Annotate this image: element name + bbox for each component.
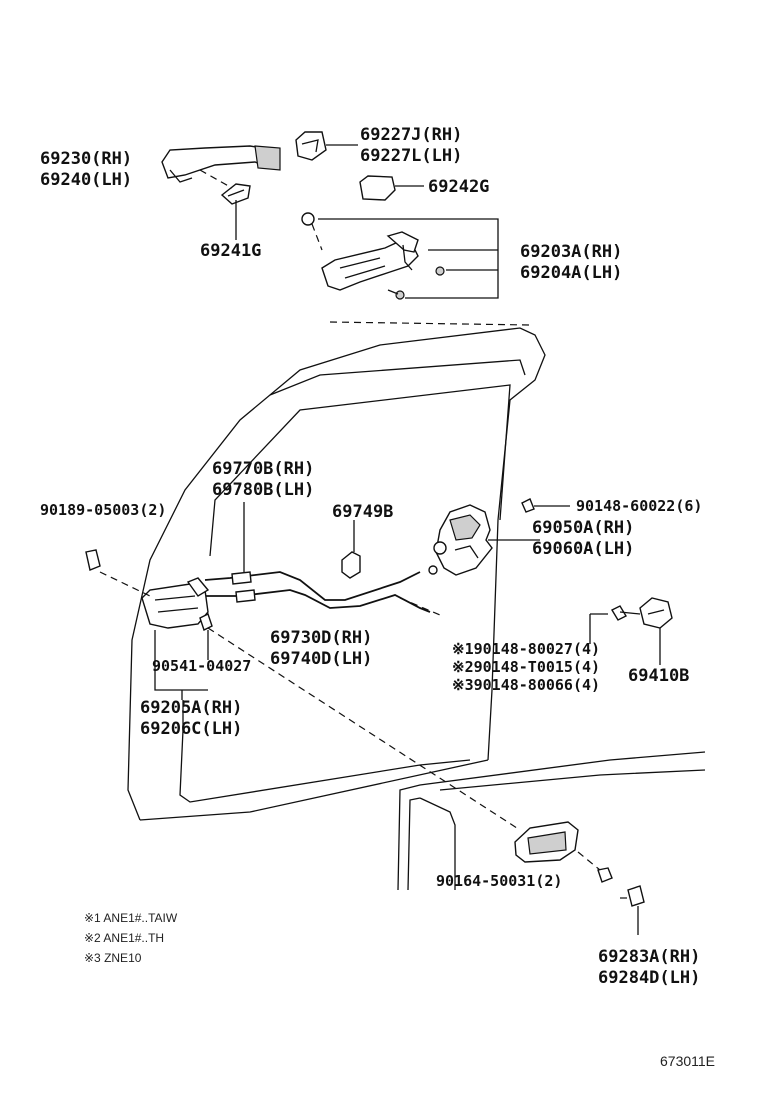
label-69770B: 69770B(RH) bbox=[212, 459, 314, 479]
footnotes: ※1 ANE1#..TAIW ※2 ANE1#..TH ※3 ZNE10 bbox=[84, 911, 178, 965]
label-90148-80027: ※190148-80027(4) bbox=[452, 640, 600, 658]
part-labels: 69230(RH) 69240(LH) 69227J(RH) 69227L(LH… bbox=[40, 125, 702, 988]
leader-dash bbox=[99, 571, 151, 597]
door-bumper bbox=[620, 885, 645, 935]
label-90189: 90189-05003(2) bbox=[40, 501, 166, 519]
footnote-1: ※1 ANE1#..TAIW bbox=[84, 911, 178, 925]
lock-screw bbox=[521, 498, 570, 513]
retainer-clip bbox=[85, 549, 101, 571]
handle-cap bbox=[295, 131, 327, 161]
figure-id: 673011E bbox=[660, 1053, 715, 1069]
bracket bbox=[154, 630, 208, 700]
label-90541: 90541-04027 bbox=[152, 657, 251, 675]
rear-door-outline bbox=[397, 751, 706, 891]
label-90148-60022: 90148-60022(6) bbox=[576, 497, 702, 515]
label-69749B: 69749B bbox=[332, 502, 393, 522]
leader-dash bbox=[207, 627, 521, 831]
label-69780B: 69780B(LH) bbox=[212, 480, 314, 500]
label-69050A: 69050A(RH) bbox=[532, 518, 634, 538]
label-69230: 69230(RH) bbox=[40, 149, 132, 169]
outside-handle bbox=[161, 145, 281, 183]
footnote-2: ※2 ANE1#..TH bbox=[84, 931, 164, 945]
lock-cables bbox=[204, 502, 438, 613]
handle-pad bbox=[220, 183, 251, 205]
door-panel-outline bbox=[127, 321, 546, 821]
leader-dash bbox=[399, 597, 441, 616]
door-striker bbox=[639, 597, 673, 665]
label-69283A: 69283A(RH) bbox=[598, 947, 700, 967]
label-69740D: 69740D(LH) bbox=[270, 649, 372, 669]
footnote-3: ※3 ZNE10 bbox=[84, 951, 142, 965]
handle-screw bbox=[199, 613, 213, 660]
inside-handle-bezel bbox=[514, 821, 579, 863]
label-69205A: 69205A(RH) bbox=[140, 698, 242, 718]
door-lock-assembly bbox=[433, 504, 540, 576]
bracket bbox=[318, 218, 499, 299]
label-69241G: 69241G bbox=[200, 241, 261, 261]
label-69227L: 69227L(LH) bbox=[360, 146, 462, 166]
label-90148-T0015: ※290148-T0015(4) bbox=[452, 658, 600, 676]
label-69410B: 69410B bbox=[628, 666, 689, 686]
label-69227J: 69227J(RH) bbox=[360, 125, 462, 145]
label-69203A: 69203A(RH) bbox=[520, 242, 622, 262]
label-69240: 69240(LH) bbox=[40, 170, 132, 190]
leader-dash bbox=[199, 169, 233, 189]
striker-screw bbox=[589, 605, 641, 644]
label-69284D: 69284D(LH) bbox=[598, 968, 700, 988]
label-69060A: 69060A(LH) bbox=[532, 539, 634, 559]
inside-handle bbox=[141, 577, 210, 629]
label-90148-80066: ※390148-80066(4) bbox=[452, 676, 600, 694]
bezel-screw bbox=[577, 851, 613, 883]
handle-frame bbox=[301, 212, 445, 300]
label-69204A: 69204A(LH) bbox=[520, 263, 622, 283]
label-69242G: 69242G bbox=[428, 177, 489, 197]
handle-gasket bbox=[359, 175, 396, 201]
cable-clip bbox=[341, 520, 361, 579]
label-90164: 90164-50031(2) bbox=[436, 872, 562, 890]
label-69206C: 69206C(LH) bbox=[140, 719, 242, 739]
label-69730D: 69730D(RH) bbox=[270, 628, 372, 648]
